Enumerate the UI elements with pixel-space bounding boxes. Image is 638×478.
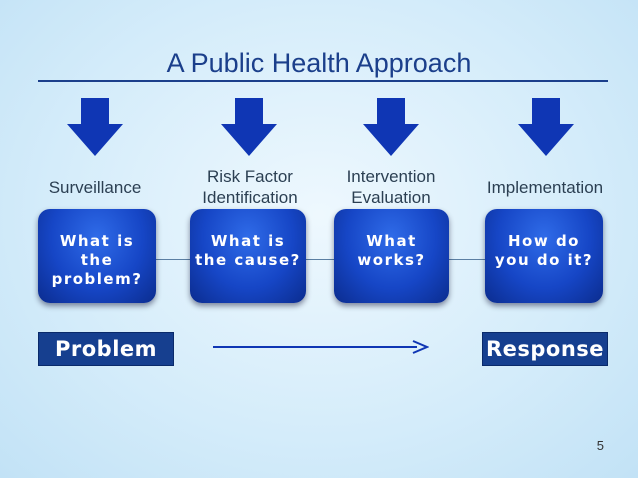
- page-number: 5: [596, 438, 604, 453]
- step-box-cause: What is the cause?: [190, 209, 306, 303]
- down-arrow-icon: [221, 98, 277, 156]
- box-connector: [449, 259, 485, 260]
- box-connector: [156, 259, 190, 260]
- step-box-how: How do you do it?: [485, 209, 603, 303]
- step-box-works: What works?: [334, 209, 449, 303]
- step-label-surveillance: Surveillance: [48, 178, 142, 197]
- right-arrow-icon: [213, 340, 429, 354]
- down-arrow-icon: [363, 98, 419, 156]
- step-box-text: What is the cause?: [195, 232, 301, 269]
- down-arrow-icon: [518, 98, 574, 156]
- slide-title: A Public Health Approach: [166, 48, 472, 78]
- title-underline: [38, 80, 608, 82]
- step-box-text: What works?: [357, 232, 426, 269]
- step-label-intervention: Intervention Evaluation: [346, 167, 436, 207]
- step-label-implementation: Implementation: [486, 178, 604, 197]
- step-label-risk-factor: Risk Factor Identification: [202, 167, 298, 207]
- step-box-text: How do you do it?: [494, 232, 594, 269]
- problem-tag: Problem: [38, 332, 174, 366]
- response-tag: Response: [482, 332, 608, 366]
- step-box-text: What is the problem?: [51, 232, 143, 288]
- box-connector: [306, 259, 334, 260]
- down-arrow-icon: [67, 98, 123, 156]
- step-box-problem: What is the problem?: [38, 209, 156, 303]
